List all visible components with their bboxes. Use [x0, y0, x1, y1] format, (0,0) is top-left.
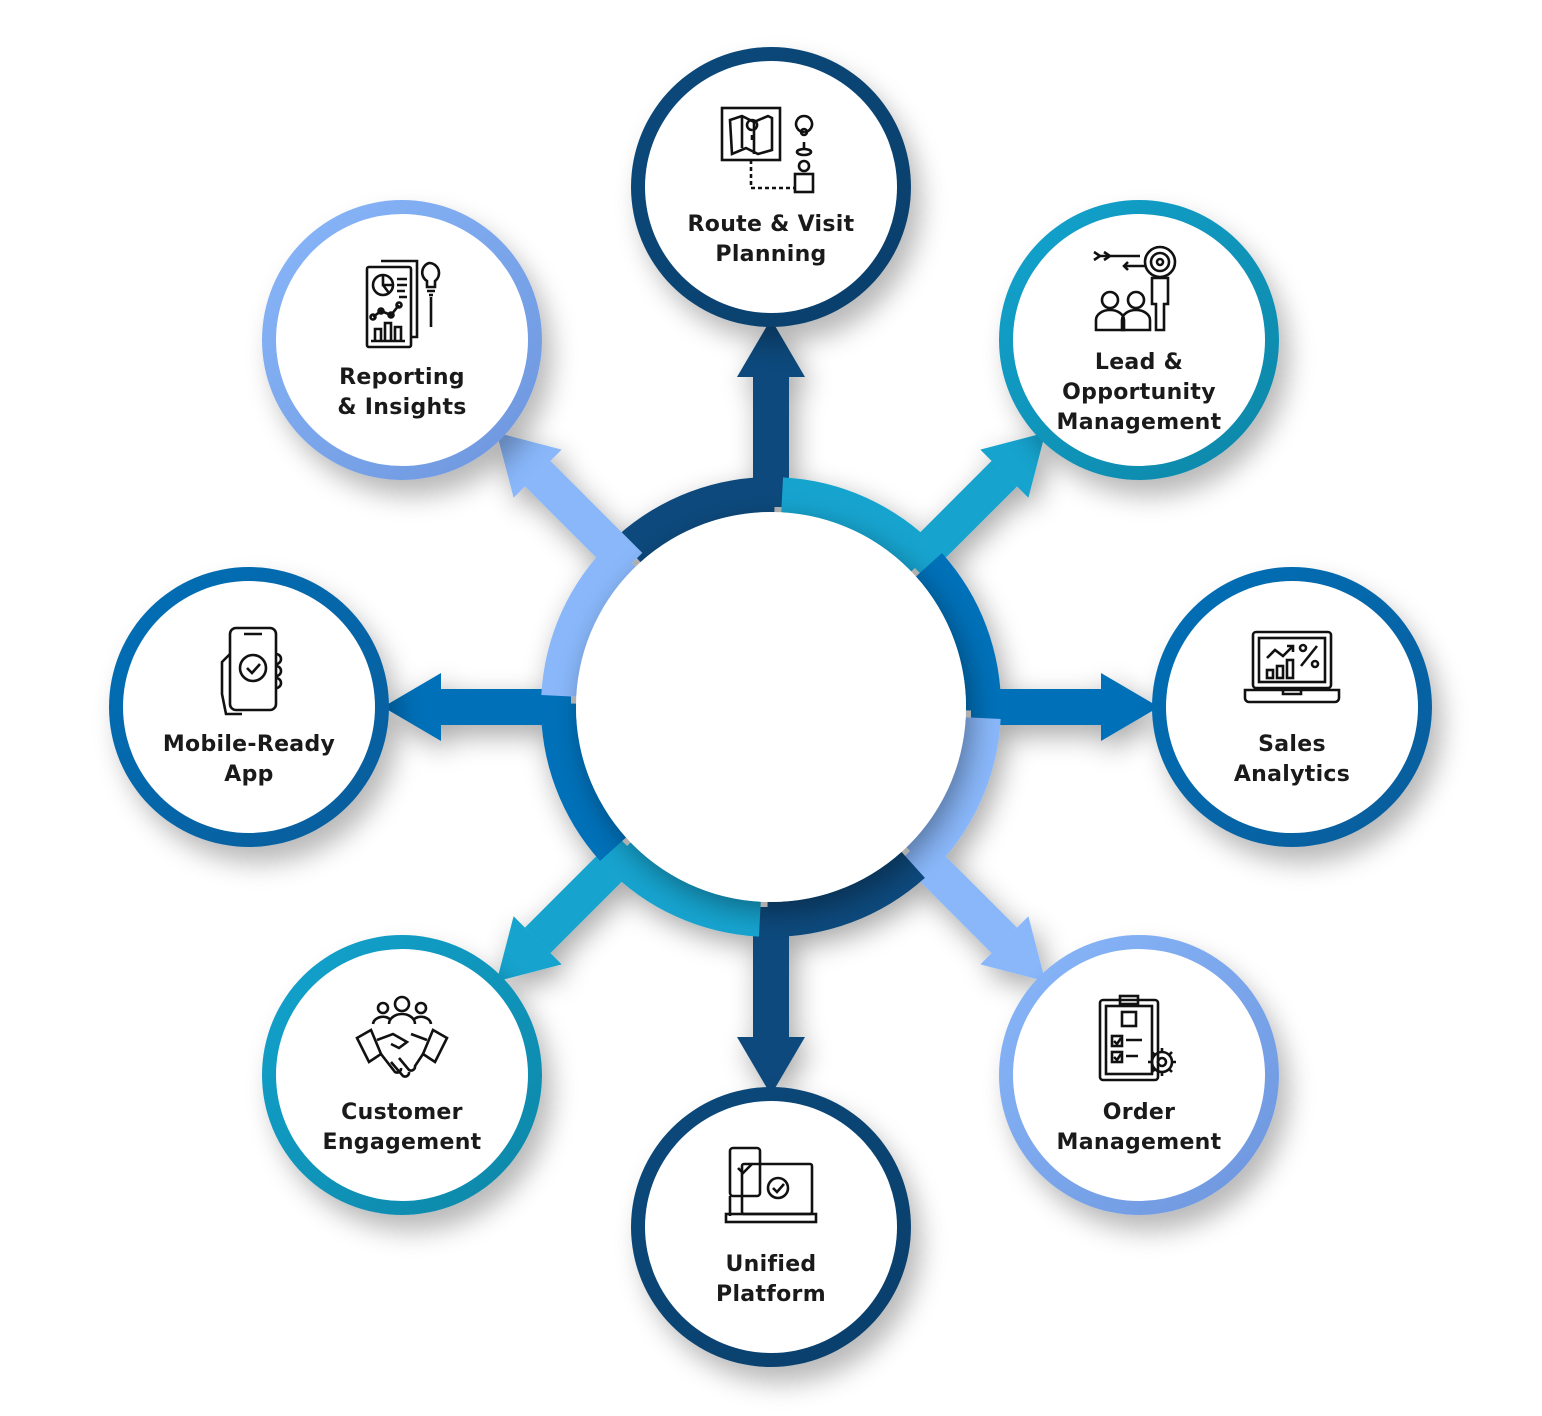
node-inner: Unified Platform: [645, 1101, 897, 1353]
arrow-head-sales: [1101, 673, 1159, 741]
node-route-visit-planning[interactable]: Route & Visit Planning: [631, 47, 911, 327]
arrow-head-lead: [980, 432, 1046, 498]
node-sales-analytics[interactable]: Sales Analytics: [1152, 567, 1432, 847]
node-label: Mobile-Ready App: [162, 732, 336, 787]
node-label: Order Management: [1056, 1100, 1222, 1155]
node-inner: Reporting & Insights: [276, 214, 528, 466]
node-label: Customer Engagement: [322, 1100, 482, 1155]
node-unified-platform[interactable]: Unified Platform: [631, 1087, 911, 1367]
arc-segment-sales: [915, 553, 1001, 712]
devices-check-icon: [724, 1146, 818, 1224]
arc-segment-route: [617, 477, 776, 563]
arc-segment-lead: [781, 477, 937, 572]
node-inner: Mobile-Ready App: [123, 581, 375, 833]
node-label: Unified Platform: [716, 1252, 826, 1307]
target-team-icon: [1093, 245, 1177, 332]
arrow-head-reporting: [496, 432, 562, 498]
node-label: Reporting & Insights: [337, 365, 467, 420]
arc-segment-reporting: [541, 541, 636, 697]
handshake-icon: [355, 995, 449, 1078]
node-inner: Order Management: [1013, 949, 1265, 1201]
node-customer-engagement[interactable]: Customer Engagement: [262, 935, 542, 1215]
arc-segment-customer: [605, 842, 761, 937]
arc-segment-unified: [766, 851, 925, 937]
laptop-analytics-icon: [1243, 630, 1341, 704]
arrow-head-unified: [737, 1037, 805, 1095]
arrow-head-order: [980, 916, 1046, 982]
arrow-shaft-reporting: [524, 460, 643, 579]
mobile-check-icon: [220, 626, 283, 716]
node-inner: Route & Visit Planning: [645, 61, 897, 313]
hub-center: [576, 512, 966, 902]
arrow-head-route: [737, 319, 805, 377]
arrow-shaft-order: [899, 835, 1018, 954]
report-insights-icon: [365, 259, 441, 349]
arrow-shaft-customer: [524, 835, 643, 954]
node-mobile-ready-app[interactable]: Mobile-Ready App: [109, 567, 389, 847]
arc-segment-order: [906, 717, 1001, 873]
arrow-head-customer: [496, 916, 562, 982]
node-inner: Customer Engagement: [276, 949, 528, 1201]
clipboard-gear-icon: [1098, 994, 1176, 1082]
node-label: Route & Visit Planning: [687, 212, 855, 267]
arrow-shaft-route: [753, 377, 789, 507]
arrow-head-mobile: [383, 673, 441, 741]
arrow-shaft-sales: [971, 689, 1101, 725]
arrow-shaft-lead: [899, 460, 1018, 579]
node-order-management[interactable]: Order Management: [999, 935, 1279, 1215]
node-reporting-insights[interactable]: Reporting & Insights: [262, 200, 542, 480]
map-route-icon: [720, 106, 815, 194]
node-inner: Sales Analytics: [1166, 581, 1418, 833]
arc-segment-mobile: [541, 702, 627, 861]
arrow-shaft-unified: [753, 907, 789, 1037]
node-label: Lead & Opportunity Management: [1056, 350, 1222, 435]
node-inner: Lead & Opportunity Management: [1013, 214, 1265, 466]
node-label: Sales Analytics: [1233, 732, 1351, 787]
arrow-shaft-mobile: [441, 689, 571, 725]
node-lead-opportunity-management[interactable]: Lead & Opportunity Management: [999, 200, 1279, 480]
